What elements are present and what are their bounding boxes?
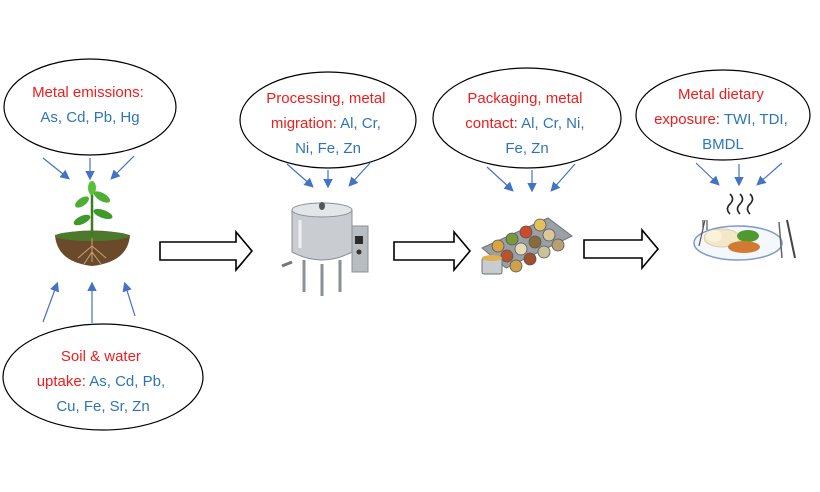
uptake-ellipse	[2, 323, 204, 431]
packaging-label-1: Packaging, metal	[467, 90, 582, 107]
packaging-label-2: contact:	[465, 115, 518, 132]
spice-jars-icon	[481, 217, 573, 275]
uptake-label-2: uptake:	[37, 373, 86, 390]
flow-arrow-2	[393, 229, 472, 273]
processing-label-2: migration:	[271, 115, 337, 132]
processing-metals-2: Al, Cr,	[340, 115, 381, 132]
uptake-label-1: Soil & water	[61, 348, 141, 365]
packaging-ellipse	[432, 67, 622, 169]
processing-ellipse	[239, 71, 417, 169]
processing-text: Processing, metal migration: Al, Cr, Ni,…	[266, 90, 389, 157]
packaging-metals-3: Fe, Zn	[505, 140, 548, 157]
exposure-metals-2: TWI, TDI,	[724, 111, 788, 128]
food-plate-icon	[693, 193, 796, 261]
packaging-text: Packaging, metal contact: Al, Cr, Ni, Fe…	[465, 90, 588, 157]
uptake-metals-3: Cu, Fe, Sr, Zn	[56, 398, 149, 415]
emissions-text: Metal emissions: As, Cd, Pb, Hg	[32, 84, 148, 126]
flow-arrow-3	[583, 227, 660, 271]
emissions-metals: As, Cd, Pb, Hg	[40, 109, 139, 126]
flow-arrow-1	[159, 229, 254, 273]
exposure-ellipse	[635, 69, 811, 161]
processing-metals-3: Ni, Fe, Zn	[295, 140, 361, 157]
emissions-label: Metal emissions:	[32, 84, 144, 101]
packaging-metals-2: Al, Cr, Ni,	[521, 115, 584, 132]
uptake-text: Soil & water uptake: As, Cd, Pb, Cu, Fe,…	[37, 348, 170, 415]
exposure-label-1: Metal dietary	[678, 86, 764, 103]
input-arrows	[42, 155, 783, 323]
processing-label-1: Processing, metal	[266, 90, 385, 107]
kettle-icon	[281, 202, 369, 296]
plant-in-soil-icon	[55, 181, 130, 266]
exposure-metals-3: BMDL	[702, 136, 744, 153]
exposure-text: Metal dietary exposure: TWI, TDI, BMDL	[654, 86, 792, 153]
exposure-label-2: exposure:	[654, 111, 720, 128]
uptake-metals-2: As, Cd, Pb,	[89, 373, 165, 390]
emissions-ellipse	[3, 58, 177, 156]
